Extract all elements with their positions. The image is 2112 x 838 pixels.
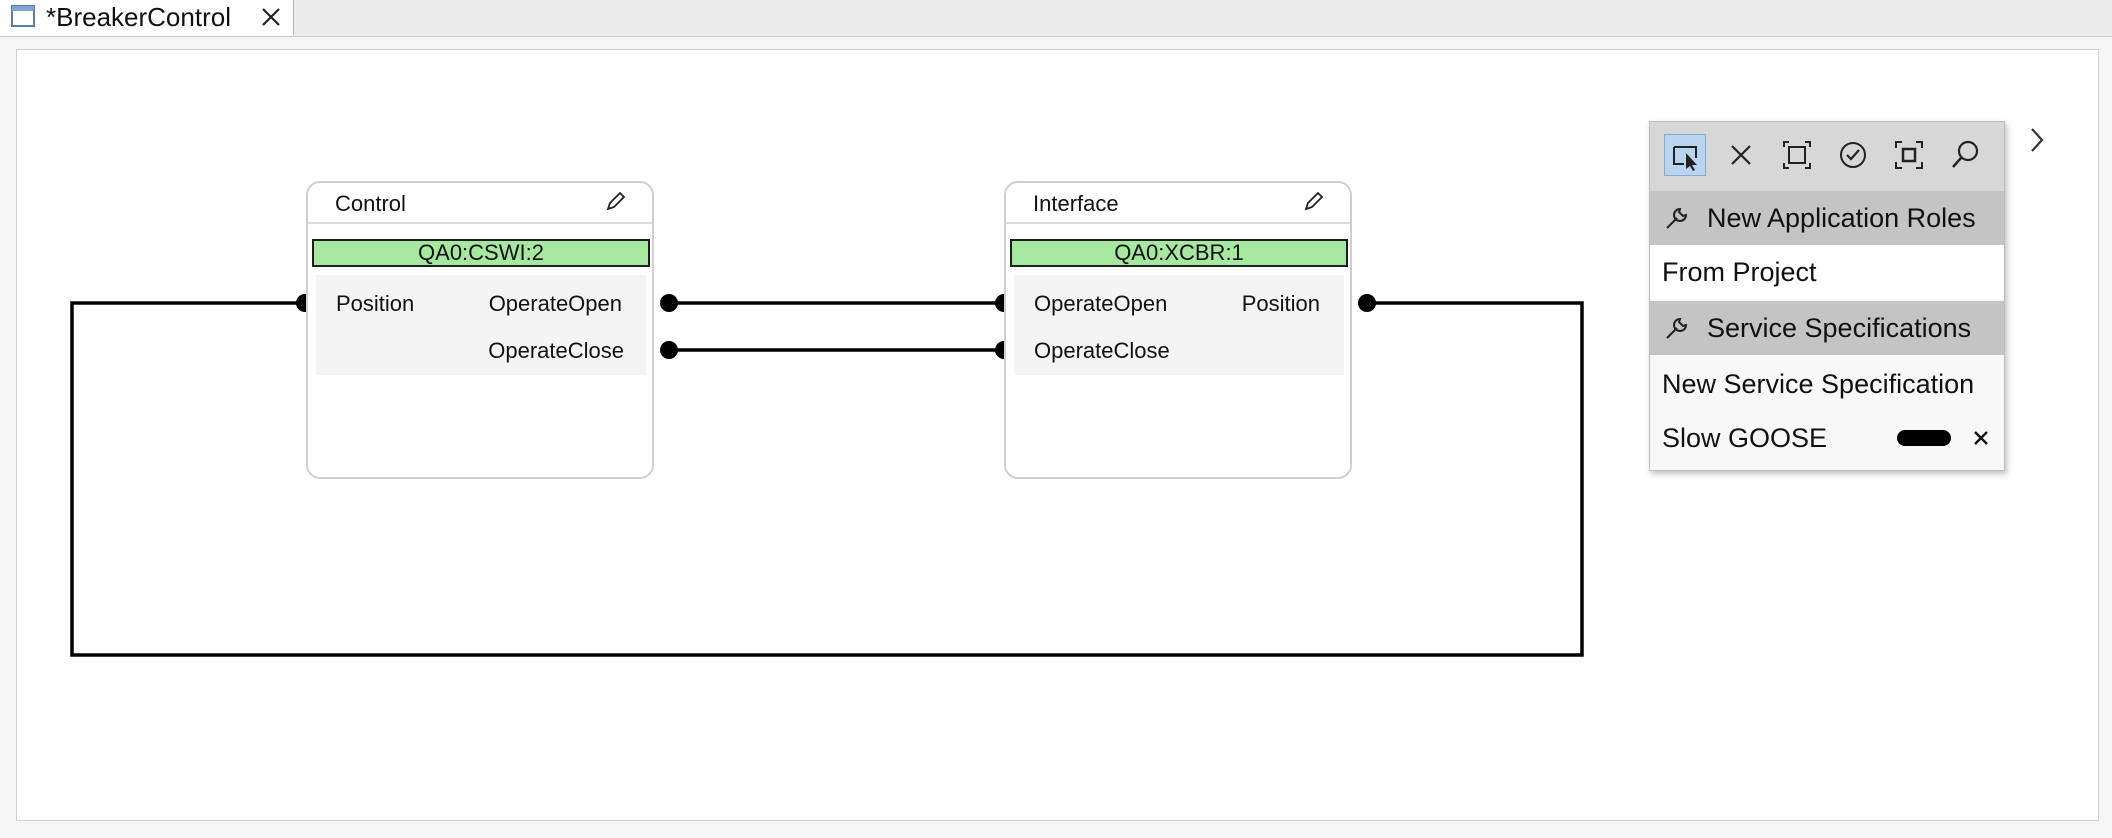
- validate-icon: [1840, 142, 1866, 168]
- focus-icon: [1895, 141, 1923, 169]
- palette-item-label: New Service Specification: [1662, 369, 1975, 399]
- port-dot[interactable]: [1358, 294, 1376, 312]
- delete-icon: [1731, 145, 1751, 165]
- tab-breakercontrol[interactable]: *BreakerControl: [0, 0, 294, 36]
- focus-button[interactable]: [1888, 134, 1930, 176]
- port-label: OperateOpen: [1034, 291, 1168, 316]
- search-icon: [1952, 140, 1979, 168]
- validate-button[interactable]: [1832, 134, 1874, 176]
- port-dot[interactable]: [660, 294, 678, 312]
- block-control[interactable]: Control QA0:CSWI:2 Position OperateOpen …: [306, 181, 654, 479]
- select-icon: [1673, 146, 1697, 171]
- pencil-icon[interactable]: [602, 189, 628, 215]
- wrench-icon: [1666, 317, 1688, 339]
- close-icon[interactable]: [258, 4, 284, 30]
- color-swatch[interactable]: [1897, 430, 1951, 446]
- block-title: Control: [335, 191, 406, 216]
- block-interface[interactable]: Interface QA0:XCBR:1 OperateOpen Operate…: [1004, 181, 1352, 479]
- ports-area: [316, 275, 646, 375]
- port-label: Position: [336, 291, 415, 316]
- wire-position-feedback[interactable]: [70, 301, 1584, 657]
- palette-item-label: Slow GOOSE: [1662, 423, 1828, 453]
- fit-to-screen-button[interactable]: [1776, 134, 1818, 176]
- search-button[interactable]: [1944, 134, 1986, 176]
- editor-tabbar: *BreakerControl: [0, 0, 2112, 37]
- divider: [1006, 222, 1350, 224]
- palette-item-new-service-specification[interactable]: New Service Specification: [1650, 357, 2004, 411]
- palette-item-slow-goose[interactable]: Slow GOOSE: [1650, 411, 2004, 465]
- port-label: OperateClose: [488, 338, 624, 363]
- chevron-right-icon[interactable]: [2025, 125, 2049, 155]
- ports-area: [1014, 275, 1344, 375]
- palette-toolbar: [1650, 122, 2004, 191]
- window-icon: [11, 5, 35, 27]
- pencil-icon[interactable]: [1300, 189, 1326, 215]
- divider: [308, 222, 652, 224]
- block-id-label: QA0:CSWI:2: [312, 239, 650, 267]
- tab-title: *BreakerControl: [46, 2, 231, 32]
- palette-item-label: From Project: [1662, 257, 1817, 287]
- delete-tool-button[interactable]: [1720, 134, 1762, 176]
- section-header-application-roles[interactable]: New Application Roles: [1650, 191, 2004, 245]
- port-label: Position: [1241, 291, 1320, 316]
- remove-icon[interactable]: [1968, 425, 1994, 451]
- section-header-service-specifications[interactable]: Service Specifications: [1650, 301, 2004, 355]
- port-label: OperateOpen: [488, 291, 622, 316]
- port-dot[interactable]: [660, 341, 678, 359]
- block-title: Interface: [1033, 191, 1119, 216]
- palette-item-from-project[interactable]: From Project: [1650, 245, 2004, 299]
- select-tool-button[interactable]: [1664, 134, 1706, 176]
- section-header-label: Service Specifications: [1707, 313, 1972, 343]
- port-label: OperateClose: [1034, 338, 1170, 363]
- tool-palette: New Application Roles From Project Servi…: [1649, 121, 2005, 471]
- section-header-label: New Application Roles: [1707, 203, 1976, 233]
- block-id-label: QA0:XCBR:1: [1010, 239, 1348, 267]
- fit-icon: [1783, 141, 1811, 169]
- wrench-icon: [1666, 207, 1688, 229]
